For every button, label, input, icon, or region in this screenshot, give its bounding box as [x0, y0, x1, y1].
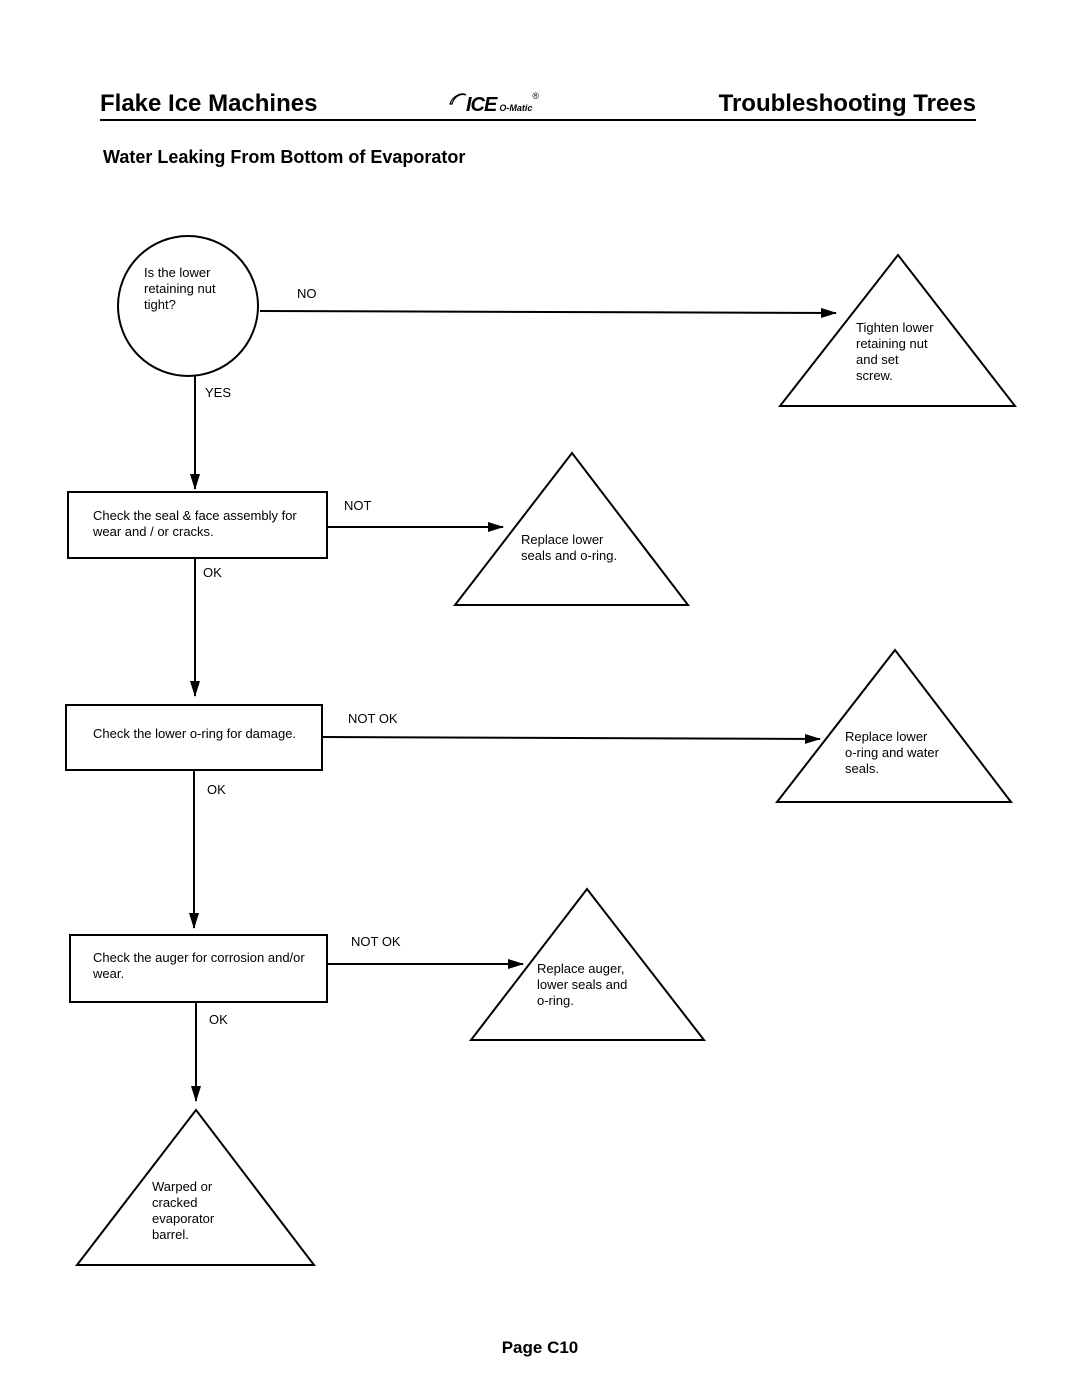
page-number: Page C10: [501, 1338, 579, 1357]
header-left-title: Flake Ice Machines: [100, 90, 318, 117]
action-1-line-2: retaining nut: [856, 336, 928, 351]
action-3-line-1: Replace lower: [845, 729, 928, 744]
label-check-2-fail: NOT OK: [348, 711, 398, 726]
action-2-line-2: seals and o-ring.: [521, 548, 617, 563]
start-question-line-3: tight?: [144, 297, 176, 312]
action-1-line-1: Tighten lower: [856, 320, 934, 335]
check-3-line-1: Check the auger for corrosion and/or: [93, 950, 305, 965]
label-check-2-ok: OK: [207, 782, 226, 797]
check-seal-face-box: [67, 491, 328, 559]
check-auger-box: [69, 934, 328, 1003]
label-check-3-fail: NOT OK: [351, 934, 401, 949]
label-check-1-ok: OK: [203, 565, 222, 580]
action-5-line-1: Warped or: [152, 1179, 213, 1194]
start-decision-circle: [117, 235, 259, 377]
arrow-check-2-fail: [321, 733, 821, 744]
action-replace-seals-triangle: [452, 451, 691, 606]
action-5-line-3: evaporator: [152, 1211, 215, 1226]
logo-suffix: O-Matic: [499, 103, 533, 113]
action-5-line-2: cracked: [152, 1195, 198, 1210]
start-question-line-2: retaining nut: [144, 281, 216, 296]
arrow-start-no: [259, 307, 837, 318]
check-2-line-1: Check the lower o-ring for damage.: [93, 726, 296, 741]
label-start-yes: YES: [205, 385, 231, 400]
check-1-line-1: Check the seal & face assembly for: [93, 508, 297, 523]
check-3-line-2: wear.: [92, 966, 124, 981]
page-subtitle: Water Leaking From Bottom of Evaporator: [103, 147, 466, 167]
logo-registered-mark: ®: [532, 91, 539, 101]
action-replace-auger-triangle: [468, 887, 707, 1041]
label-check-1-fail: NOT: [344, 498, 372, 513]
action-1-line-3: and set: [856, 352, 899, 367]
logo-swirl-icon: [449, 93, 467, 105]
action-1-line-4: screw.: [856, 368, 893, 383]
action-replace-oring-triangle: [774, 648, 1014, 803]
action-tighten-nut-triangle: [777, 253, 1018, 407]
header-underline: [100, 119, 976, 121]
label-start-no: NO: [297, 286, 317, 301]
start-question-line-1: Is the lower: [144, 265, 211, 280]
action-5-line-4: barrel.: [152, 1227, 189, 1242]
action-2-line-1: Replace lower: [521, 532, 604, 547]
action-4-line-1: Replace auger,: [537, 961, 624, 976]
header-right-title: Troubleshooting Trees: [718, 90, 976, 117]
action-warped-barrel-triangle: [74, 1108, 317, 1266]
action-3-line-2: o-ring and water: [845, 745, 940, 760]
action-4-line-2: lower seals and: [537, 977, 627, 992]
check-1-line-2: wear and / or cracks.: [92, 524, 214, 539]
logo-brand: ICE: [466, 94, 497, 116]
action-4-line-3: o-ring.: [537, 993, 574, 1008]
action-3-line-3: seals.: [845, 761, 879, 776]
label-check-3-ok: OK: [209, 1012, 228, 1027]
